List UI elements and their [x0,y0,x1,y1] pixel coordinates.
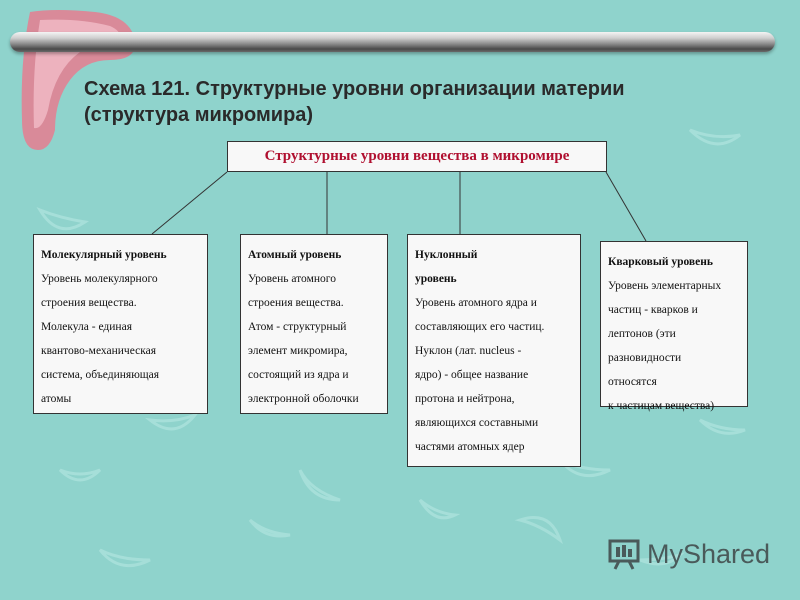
watermark-text: MyShared [647,538,771,569]
myshared-watermark: MyShared [607,536,770,572]
level-description: Уровень атомного ядра и составляющих его… [415,297,545,453]
slide-title-line2: (структура микромира) [84,104,314,126]
slide-title-line1: Схема 121. Структурные уровни организаци… [84,78,625,100]
level-heading: Молекулярный уровень [41,249,167,261]
level-quark: Кварковый уровень Уровень элементарных ч… [600,241,748,412]
decorative-rod [10,32,775,52]
level-heading: Атомный уровень [248,249,342,261]
level-atomic: Атомный уровень Уровень атомного строени… [240,234,388,414]
root-node-label: Структурные уровни вещества в микромире [264,148,570,164]
slide-title: Схема 121. Структурные уровни организаци… [84,76,764,128]
root-node: Структурные уровни вещества в микромире [227,141,607,172]
level-description: Уровень элементарных частиц - кварков и … [608,280,722,412]
level-heading: Нуклонный уровень [415,249,478,285]
level-description: Уровень атомного строения вещества. Атом… [248,273,359,405]
level-heading: Кварковый уровень [608,256,713,268]
level-nucleon: Нуклонный уровень Уровень атомного ядра … [407,234,581,467]
level-description: Уровень молекулярного строения вещества.… [41,273,160,405]
level-molecular: Молекулярный уровень Уровень молекулярно… [33,234,208,414]
presentation-board-icon [608,539,640,570]
